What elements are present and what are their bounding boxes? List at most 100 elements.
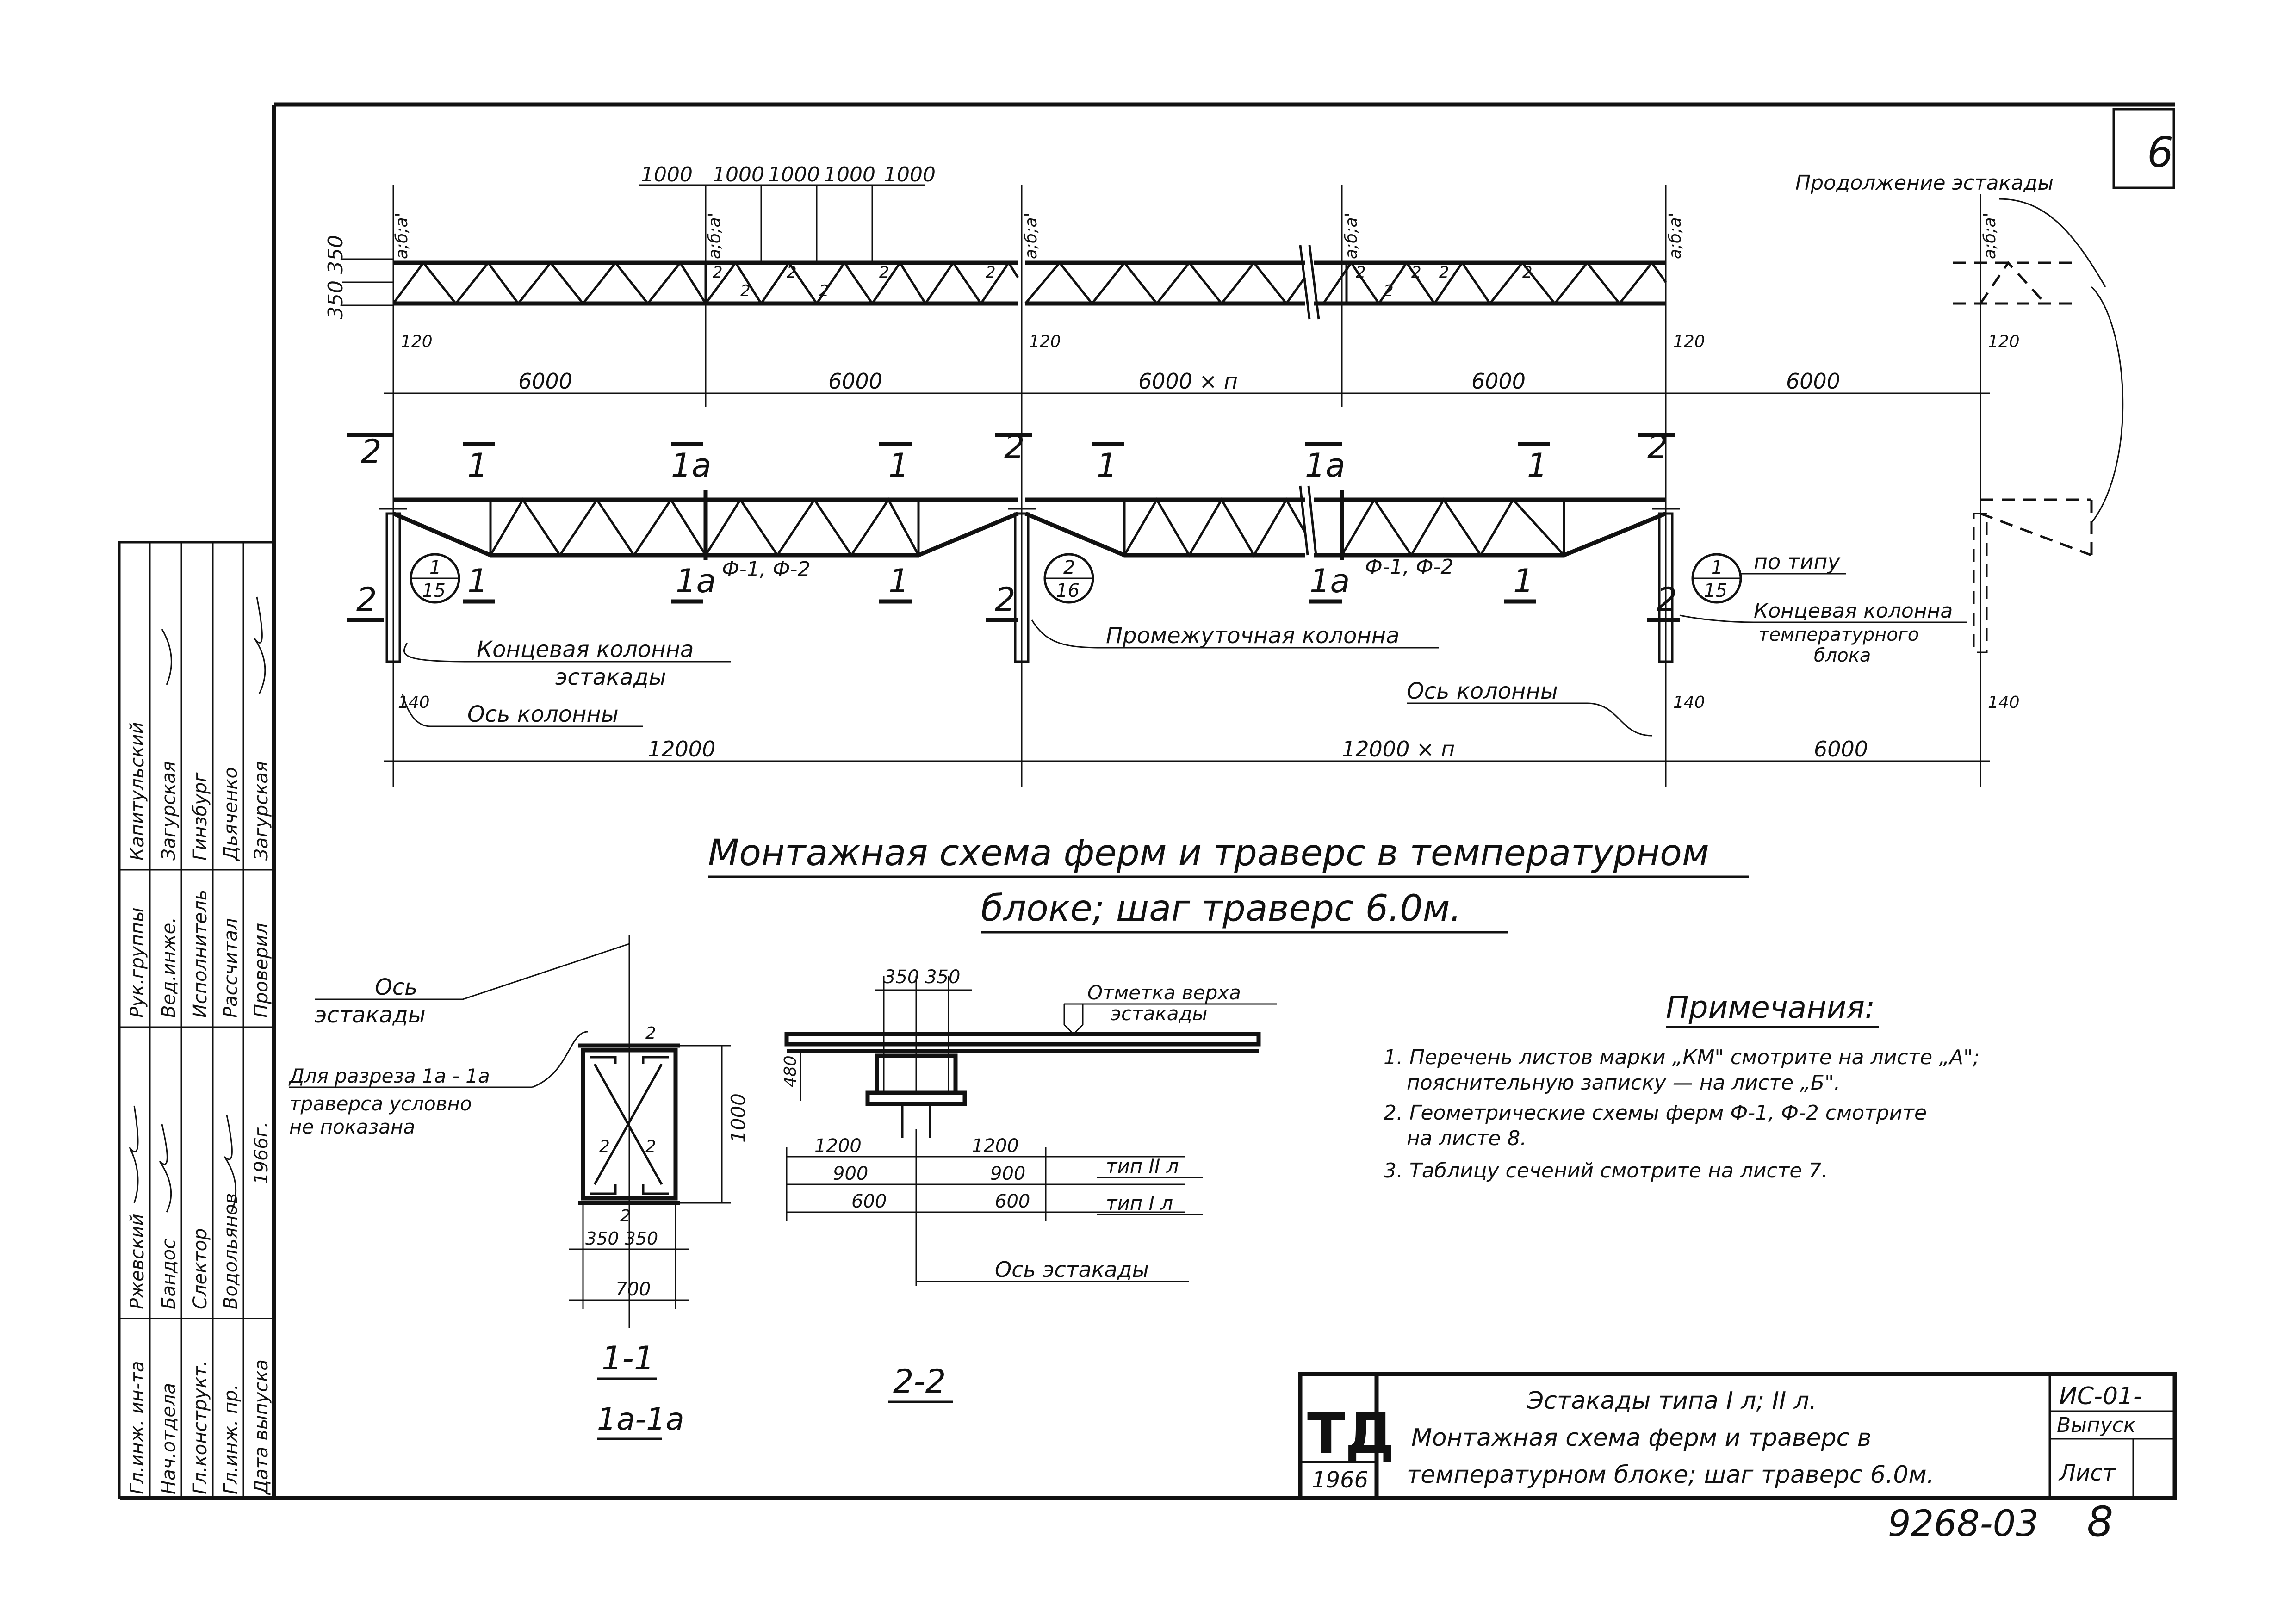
node-label-5: а;б;а' (1666, 213, 1685, 259)
note-3: 3. Таблицу сечений смотрите на листе 7. (1384, 1159, 1828, 1183)
continuation-label: Продолжение эстакады (1795, 171, 2054, 195)
side-name-3: Слектор (190, 1228, 211, 1309)
top-span-5: 6000 (1786, 369, 1840, 394)
section-2-2-600-left: 600 (851, 1191, 887, 1212)
stamp-code: ИС-01- (2059, 1382, 2142, 1410)
side-role2-2: Вед.инже. (158, 917, 180, 1018)
member-mark-5: 2 (879, 263, 889, 282)
bottom-span-1: 12000 (648, 737, 715, 762)
section-2-2-1200-left: 1200 (814, 1135, 862, 1157)
notes-header: Примечания: (1666, 990, 1875, 1025)
offset-120-2: 120 (1029, 332, 1061, 351)
stamp-title-1: Эстакады типа I л; II л. (1527, 1387, 1817, 1415)
section-2-2-top-dims: 350 350 (884, 966, 960, 988)
top-panel-dim-3: 1000 (768, 163, 820, 186)
section-1-1-mark-3: 2 (645, 1137, 656, 1156)
dim-140-b: 140 (1673, 693, 1705, 712)
section-2-2-title: 2-2 (893, 1363, 946, 1400)
svg-text:1: 1 (1711, 557, 1723, 578)
truss-type-label-1: Ф-1, Ф-2 (722, 558, 810, 581)
side-name-2: Бандос (158, 1239, 180, 1309)
section-1-1: Ось эстакады Для разреза 1а - 1а траверс… (288, 935, 750, 1440)
stamp-year: 1966 (1312, 1467, 1368, 1493)
member-mark-8: 2 (1384, 282, 1394, 300)
side-name-1: Ржевский (127, 1214, 148, 1309)
note-1-line-1: 1. Перечень листов марки „КМ" смотрите н… (1384, 1046, 1980, 1069)
svg-text:2: 2 (1063, 557, 1075, 578)
node-label-3: а;б;а' (1022, 213, 1041, 259)
side-stamp: Гл.инж. ин-та Нач.отдела Гл.конструкт. Г… (118, 541, 275, 1499)
top-span-1: 6000 (518, 369, 572, 394)
side-role-1: Гл.инж. ин-та (127, 1361, 148, 1494)
end-column-label-2: эстакады (555, 664, 666, 690)
section-2-2-dim-480: 480 (781, 1055, 800, 1087)
detail-bubble-2: 2 16 (1043, 553, 1094, 604)
side-date: 1966г. (251, 1121, 272, 1184)
section-1-1-mark-4: 2 (620, 1207, 631, 1226)
end-column-label-1: Концевая колонна (477, 637, 694, 663)
offset-120-1: 120 (401, 332, 433, 351)
cut-mark-1a-c: 1а (676, 562, 716, 600)
section-2-2-type-2: тип II л (1106, 1155, 1179, 1177)
side-role2-5: Проверил (251, 923, 272, 1018)
side-name2-3: Гинзбург (190, 772, 211, 861)
side-name2-5: Загурская (251, 761, 272, 861)
sheet-number: 9268-03 (1888, 1503, 2039, 1545)
sheet-frame: 6 (120, 102, 2175, 1500)
section-1-1-title: 1-1 (602, 1339, 654, 1377)
dim-140-c: 140 (1988, 693, 2020, 712)
cut-mark-1a-b: 1а (1305, 446, 1345, 484)
end-column-temp-label-2: температурного (1758, 624, 1919, 645)
cut-mark-1a-a: 1а (671, 446, 711, 484)
column-axis-label-left: Ось колонны (467, 701, 619, 727)
column-axis-label-right: Ось колонны (1407, 678, 1558, 704)
note-2-line-2: на листе 8. (1407, 1127, 1527, 1150)
notes-block: Примечания: 1. Перечень листов марки „КМ… (1384, 990, 1980, 1183)
detail-bubble-3: 1 15 (1691, 553, 1742, 604)
side-role-5: Дата выпуска (251, 1359, 272, 1495)
top-span-2: 6000 (828, 369, 882, 394)
cut-mark-1-f: 1 (888, 562, 909, 600)
section-1-1-note-2: траверса условно (289, 1092, 472, 1115)
section-1-1-note-1: Для разреза 1а - 1а (288, 1065, 490, 1087)
side-name2-4: Дьяченко (220, 767, 242, 861)
cut-mark-2-d: 2 (356, 581, 377, 619)
section-1-1-width-parts: 350 350 (585, 1228, 658, 1249)
side-role-2: Нач.отдела (158, 1383, 180, 1494)
member-mark-10: 2 (1439, 263, 1449, 282)
end-column-temp-label-3: блока (1814, 645, 1871, 666)
stamp-title-2: Монтажная схема ферм и траверс в (1411, 1424, 1871, 1452)
section-1-1-mark-2: 2 (599, 1137, 610, 1156)
cut-mark-1-a: 1 (467, 446, 488, 484)
member-mark-3: 2 (787, 263, 797, 282)
top-panel-dim-2: 1000 (713, 163, 764, 186)
section-2-2-900-right: 900 (990, 1163, 1025, 1184)
node-label-2: а;б;а' (705, 213, 724, 259)
stamp-list: Лист (2058, 1460, 2116, 1486)
section-1-1-axis-label-1: Ось (375, 974, 417, 1000)
svg-text:1: 1 (429, 557, 441, 578)
node-label-6: а;б;а' (1980, 213, 1999, 259)
side-role2-4: Рассчитал (220, 918, 242, 1018)
stamp-logo: ТД (1307, 1402, 1395, 1466)
section-2-2-900-left: 900 (833, 1163, 868, 1184)
top-panel-dim-1: 1000 (641, 163, 693, 186)
member-mark-2: 2 (740, 282, 751, 300)
sheet-corner-number: 6 (2147, 128, 2173, 177)
note-2-line-1: 2. Геометрические схемы ферм Ф-1, Ф-2 см… (1384, 1101, 1927, 1125)
section-2-2: 350 350 Отметка верха эстакады 480 1200 … (781, 966, 1277, 1403)
member-mark-11: 2 (1522, 263, 1533, 282)
member-mark-6: 2 (986, 263, 996, 282)
section-1-1-axis-label-2: эстакады (315, 1002, 426, 1028)
cut-mark-2-f: 2 (1657, 581, 1677, 619)
main-title-line2: блоке; шаг траверс 6.0м. (981, 888, 1461, 929)
intermediate-column-label: Промежуточная колонна (1106, 623, 1400, 649)
side-name2-1: Капитульский (127, 722, 148, 861)
bottom-span-3: 6000 (1814, 737, 1868, 762)
stamp-vypusk: Выпуск (2057, 1413, 2136, 1437)
svg-text:16: 16 (1056, 580, 1080, 601)
member-mark-1: 2 (713, 263, 723, 282)
side-role-4: Гл.инж. пр. (220, 1384, 242, 1494)
dim-140-a: 140 (398, 693, 430, 712)
